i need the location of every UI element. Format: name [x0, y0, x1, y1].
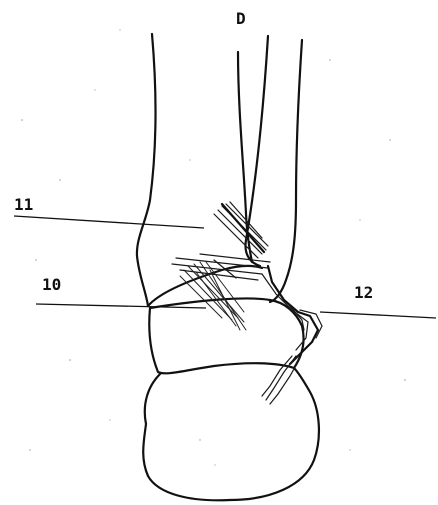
- label-11-leader: [14, 216, 204, 228]
- ligament-11-fibres: [172, 202, 270, 280]
- ligament-12-fibres: [262, 266, 322, 404]
- label-11: 11: [14, 195, 33, 214]
- fibula-outline-lateral: [270, 40, 302, 302]
- talus-outline: [149, 298, 303, 373]
- calcaneus-outline: [143, 368, 319, 500]
- side-marker-d: D: [236, 9, 246, 28]
- paper-speckles: [21, 29, 406, 465]
- tibia-outline: [137, 34, 156, 306]
- label-12: 12: [354, 283, 373, 302]
- label-10: 10: [42, 275, 61, 294]
- label-12-leader: [320, 312, 436, 318]
